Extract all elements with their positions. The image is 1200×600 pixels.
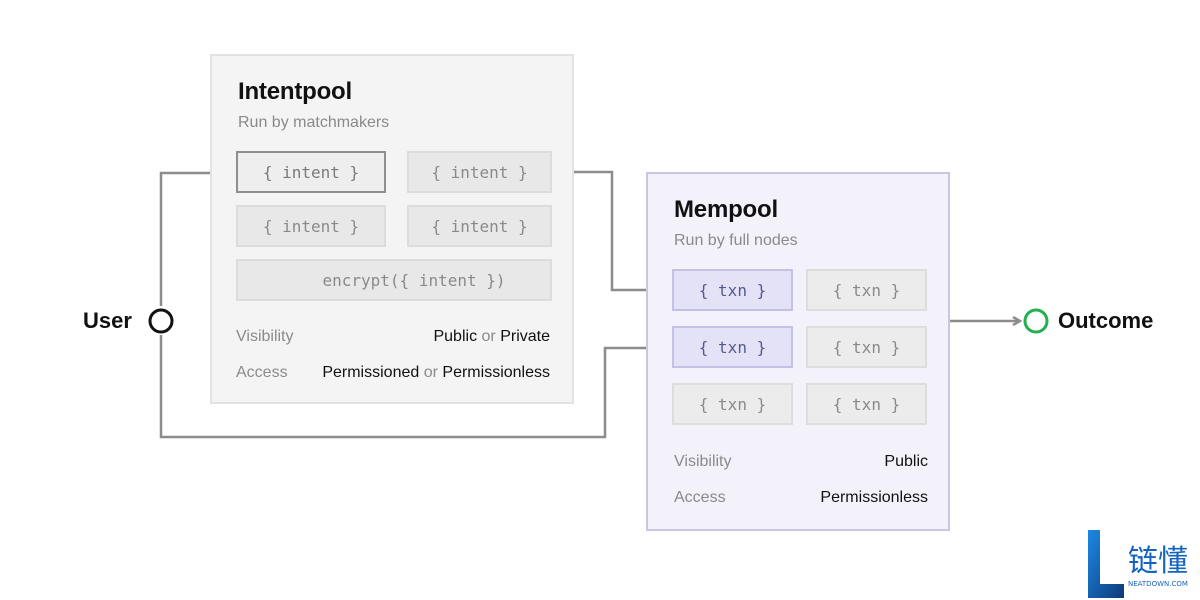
access-value: Permissioned or Permissionless <box>322 364 550 382</box>
access-permissionless: Permissionless <box>442 364 550 381</box>
intent-chip-1: { intent } <box>236 151 386 193</box>
intent-chip-4: { intent } <box>407 205 552 247</box>
mempool-access-label: Access <box>674 489 726 506</box>
mempool-panel: Mempool Run by full nodes { txn } { txn … <box>646 172 950 531</box>
mempool-visibility-label: Visibility <box>674 453 732 470</box>
txn-chip-6: { txn } <box>806 383 927 425</box>
mempool-access-row: Access Permissionless <box>674 489 928 511</box>
access-label: Access <box>236 364 288 381</box>
user-to-mempool-connector <box>159 335 671 439</box>
intentpool-access-row: Access Permissioned or Permissionless <box>236 364 550 386</box>
neatdown-watermark-logo: 链懂 NEATDOWN.COM <box>1088 530 1196 598</box>
svg-text:NEATDOWN.COM: NEATDOWN.COM <box>1128 580 1188 588</box>
intent-chip-3: { intent } <box>236 205 386 247</box>
access-conj: or <box>423 364 438 381</box>
mempool-visibility-value: Public <box>884 453 928 470</box>
intentpool-panel: Intentpool Run by matchmakers { intent }… <box>210 54 574 404</box>
visibility-value: Public or Private <box>433 328 550 346</box>
visibility-conj: or <box>481 328 496 345</box>
encrypted-intent-chip: encrypt({ intent }) <box>236 259 552 301</box>
intentpool-subtitle: Run by matchmakers <box>238 114 390 131</box>
mempool-subtitle: Run by full nodes <box>674 232 798 249</box>
mempool-access-value: Permissionless <box>820 489 928 506</box>
intentpool-visibility-row: Visibility Public or Private <box>236 328 550 350</box>
txn-chip-3: { txn } <box>672 326 793 368</box>
user-label: User <box>83 308 132 333</box>
watermark-l-icon <box>1088 530 1124 598</box>
txn-chip-1: { txn } <box>672 269 793 311</box>
outcome-label: Outcome <box>1058 308 1154 333</box>
visibility-public: Public <box>433 328 478 345</box>
mempool-visibility-row: Visibility Public <box>674 453 928 475</box>
txn-chip-5: { txn } <box>672 383 793 425</box>
visibility-label: Visibility <box>236 328 294 345</box>
intent-chip-2: { intent } <box>407 151 552 193</box>
access-permissioned: Permissioned <box>322 364 420 381</box>
watermark-text: 链懂 <box>1128 544 1188 579</box>
txn-chip-2: { txn } <box>806 269 927 311</box>
txn-chip-4: { txn } <box>806 326 927 368</box>
mempool-title: Mempool <box>674 196 778 223</box>
visibility-private: Private <box>500 328 550 345</box>
intentpool-title: Intentpool <box>238 78 352 105</box>
outcome-node-circle <box>1023 308 1049 334</box>
intent-to-mempool-connector <box>574 170 671 290</box>
user-to-intent-connector <box>159 173 234 306</box>
user-node-circle <box>148 308 174 334</box>
watermark-subtext: NEATDOWN.COM <box>1128 580 1188 588</box>
